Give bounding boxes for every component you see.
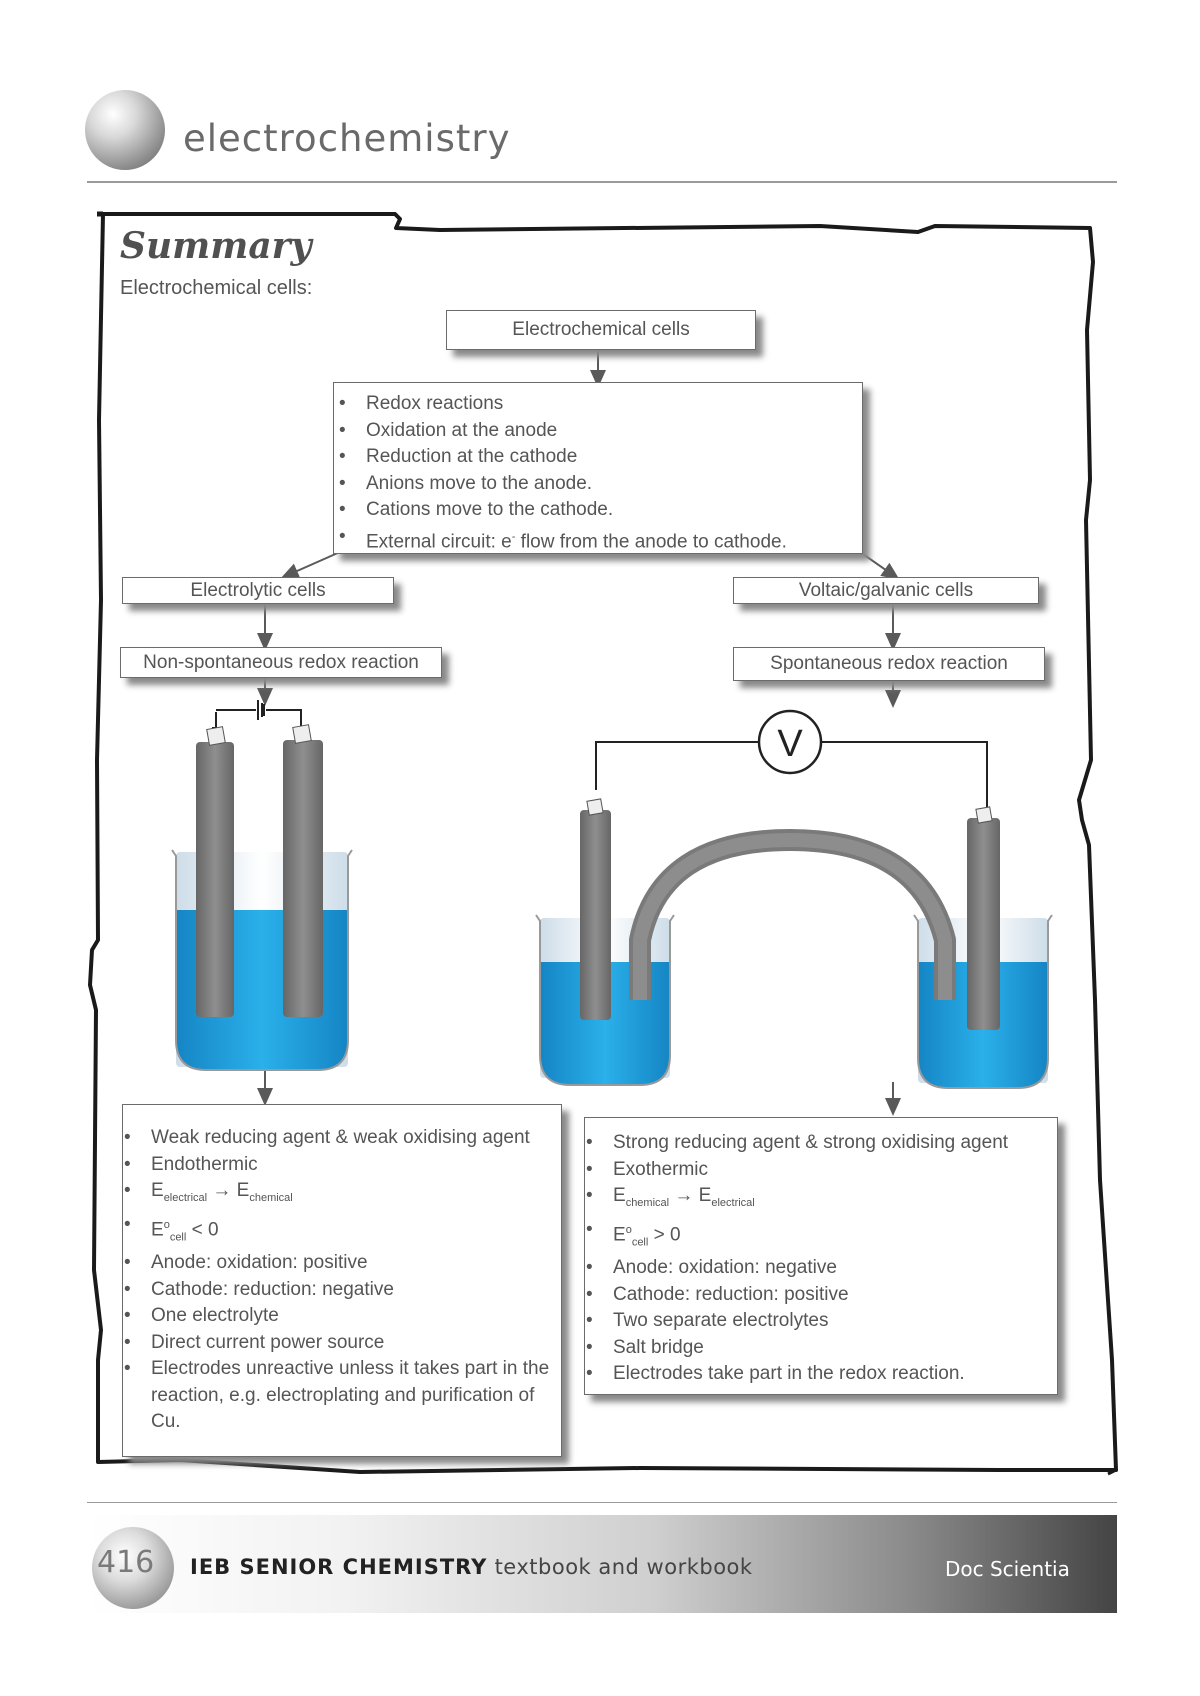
electrolytic-property: One electrolyte <box>123 1303 555 1330</box>
chapter-title: electrochemistry <box>183 117 511 160</box>
voltaic-title: Voltaic/galvanic cells <box>798 579 974 601</box>
voltaic-energy-conversion: Echemical → Eelectrical <box>585 1183 1051 1217</box>
electrolytic-property: Anode: oxidation: positive <box>123 1250 555 1277</box>
summary-heading: Summary <box>120 225 312 267</box>
common-item-external-circuit: External circuit: e- flow from the anode… <box>338 524 856 556</box>
footer-divider <box>87 1502 1117 1503</box>
voltaic-property: Electrodes take part in the redox reacti… <box>585 1361 1051 1388</box>
chapter-sphere-icon <box>85 90 165 170</box>
summary-subheading: Electrochemical cells: <box>120 277 313 299</box>
electrolytic-title: Electrolytic cells <box>190 579 326 601</box>
common-item: Redox reactions <box>338 391 856 418</box>
electrolytic-cell-diagram <box>171 700 353 1071</box>
page-number: 416 <box>97 1545 155 1580</box>
voltaic-subtitle-box: Spontaneous redox reaction <box>733 647 1045 681</box>
book-title: IEB SENIOR CHEMISTRY textbook and workbo… <box>190 1555 753 1579</box>
electrolytic-ecell: Eocell < 0 <box>123 1212 555 1251</box>
voltaic-properties-box: Strong reducing agent & strong oxidising… <box>584 1117 1058 1395</box>
voltmeter-label: V <box>777 723 803 765</box>
voltaic-property: Cathode: reduction: positive <box>585 1282 1051 1309</box>
root-box: Electrochemical cells <box>446 310 756 350</box>
root-label: Electrochemical cells <box>512 319 690 340</box>
common-item: Reduction at the cathode <box>338 444 856 471</box>
header-divider <box>87 181 1117 183</box>
voltaic-property: Two separate electrolytes <box>585 1308 1051 1335</box>
electrolytic-property: Endothermic <box>123 1152 555 1179</box>
footer-bar <box>87 1515 1117 1613</box>
page-sphere-icon <box>92 1527 174 1609</box>
common-features-box: Redox reactions Oxidation at the anode R… <box>333 382 863 554</box>
voltaic-cell-diagram: V <box>535 709 1053 1089</box>
electrolytic-subtitle-box: Non-spontaneous redox reaction <box>120 647 442 678</box>
electrolytic-energy-conversion: Eelectrical → Echemical <box>123 1178 555 1212</box>
voltaic-property: Salt bridge <box>585 1335 1051 1362</box>
voltaic-ecell: Eocell > 0 <box>585 1217 1051 1256</box>
voltmeter-icon <box>757 709 823 775</box>
voltaic-property: Exothermic <box>585 1157 1051 1184</box>
electrolytic-property: Weak reducing agent & weak oxidising age… <box>123 1125 555 1152</box>
electrolytic-properties-box: Weak reducing agent & weak oxidising age… <box>122 1104 562 1457</box>
common-item: Cations move to the cathode. <box>338 497 856 524</box>
electrolytic-property: Electrodes unreactive unless it takes pa… <box>123 1356 555 1436</box>
electrolytic-title-box: Electrolytic cells <box>122 577 394 604</box>
voltaic-property: Anode: oxidation: negative <box>585 1255 1051 1282</box>
voltaic-property: Strong reducing agent & strong oxidising… <box>585 1130 1051 1157</box>
common-item: Anions move to the anode. <box>338 471 856 498</box>
common-item: Oxidation at the anode <box>338 418 856 445</box>
electrolytic-subtitle: Non-spontaneous redox reaction <box>143 651 419 673</box>
electrolytic-property: Cathode: reduction: negative <box>123 1277 555 1304</box>
voltaic-subtitle: Spontaneous redox reaction <box>770 653 1008 674</box>
electrolytic-property: Direct current power source <box>123 1330 555 1357</box>
voltaic-title-box: Voltaic/galvanic cells <box>733 577 1039 604</box>
publisher-name: Doc Scientia <box>945 1557 1070 1581</box>
